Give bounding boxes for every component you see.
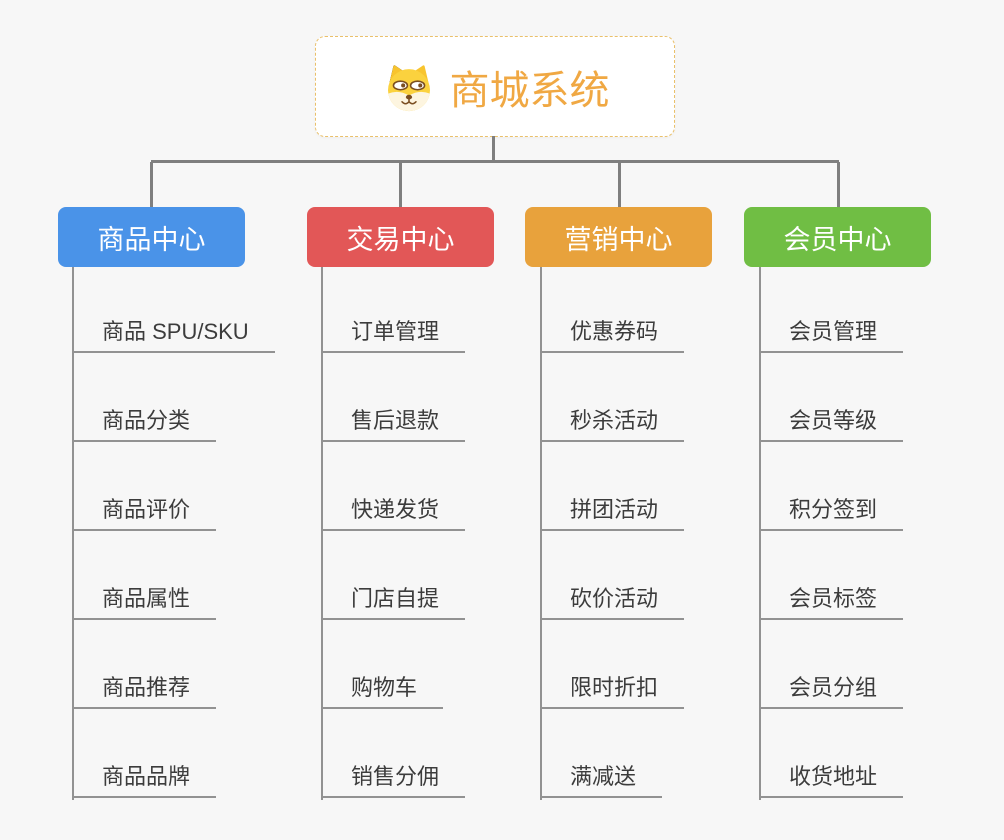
leaf-node[interactable]: 积分签到 xyxy=(759,493,904,531)
leaf-node[interactable]: 砍价活动 xyxy=(540,582,685,620)
branch-node-marketing-center[interactable]: 营销中心 xyxy=(525,207,712,267)
leaf-node[interactable]: 会员标签 xyxy=(759,582,904,620)
leaf-node[interactable]: 商品推荐 xyxy=(72,671,217,709)
branch-node-product-center[interactable]: 商品中心 xyxy=(58,207,245,267)
connector-stem-member xyxy=(837,162,840,208)
branch-label: 商品中心 xyxy=(97,224,206,255)
leaf-node[interactable]: 拼团活动 xyxy=(540,493,685,531)
leaf-node[interactable]: 商品 SPU/SKU xyxy=(72,315,275,353)
leaf-node[interactable]: 商品评价 xyxy=(72,493,217,531)
leaf-node[interactable]: 购物车 xyxy=(321,671,444,709)
leaf-node[interactable]: 快递发货 xyxy=(321,493,466,531)
leaf-node[interactable]: 订单管理 xyxy=(321,315,466,353)
leaf-node[interactable]: 秒杀活动 xyxy=(540,404,685,442)
leaf-node[interactable]: 商品属性 xyxy=(72,582,217,620)
branch-node-member-center[interactable]: 会员中心 xyxy=(744,207,931,267)
leaf-node[interactable]: 商品品牌 xyxy=(72,760,217,798)
connector-stem-marketing xyxy=(618,162,621,208)
leaf-node[interactable]: 收货地址 xyxy=(759,760,904,798)
branch-node-trade-center[interactable]: 交易中心 xyxy=(307,207,494,267)
trunk-line-member xyxy=(759,267,761,800)
branch-label: 会员中心 xyxy=(783,224,892,255)
trunk-line-trade xyxy=(321,267,323,800)
connector-root-stem xyxy=(492,136,495,162)
leaf-node[interactable]: 限时折扣 xyxy=(540,671,685,709)
leaf-node[interactable]: 门店自提 xyxy=(321,582,466,620)
leaf-node[interactable]: 优惠券码 xyxy=(540,315,685,353)
trunk-line-product xyxy=(72,267,74,800)
leaf-node[interactable]: 会员等级 xyxy=(759,404,904,442)
trunk-line-marketing xyxy=(540,267,542,800)
leaf-node[interactable]: 售后退款 xyxy=(321,404,466,442)
root-node[interactable]: 商城系统 xyxy=(315,36,675,137)
connector-stem-product xyxy=(150,162,153,208)
leaf-node[interactable]: 满减送 xyxy=(540,760,663,798)
leaf-node[interactable]: 商品分类 xyxy=(72,404,217,442)
branch-label: 交易中心 xyxy=(346,224,455,255)
leaf-node[interactable]: 销售分佣 xyxy=(321,760,466,798)
leaf-node[interactable]: 会员管理 xyxy=(759,315,904,353)
branch-label: 营销中心 xyxy=(564,224,673,255)
root-title: 商城系统 xyxy=(449,68,610,113)
connector-horizontal xyxy=(151,160,839,163)
dog-face-icon xyxy=(387,64,430,111)
connector-stem-trade xyxy=(399,162,402,208)
leaf-node[interactable]: 会员分组 xyxy=(759,671,904,709)
